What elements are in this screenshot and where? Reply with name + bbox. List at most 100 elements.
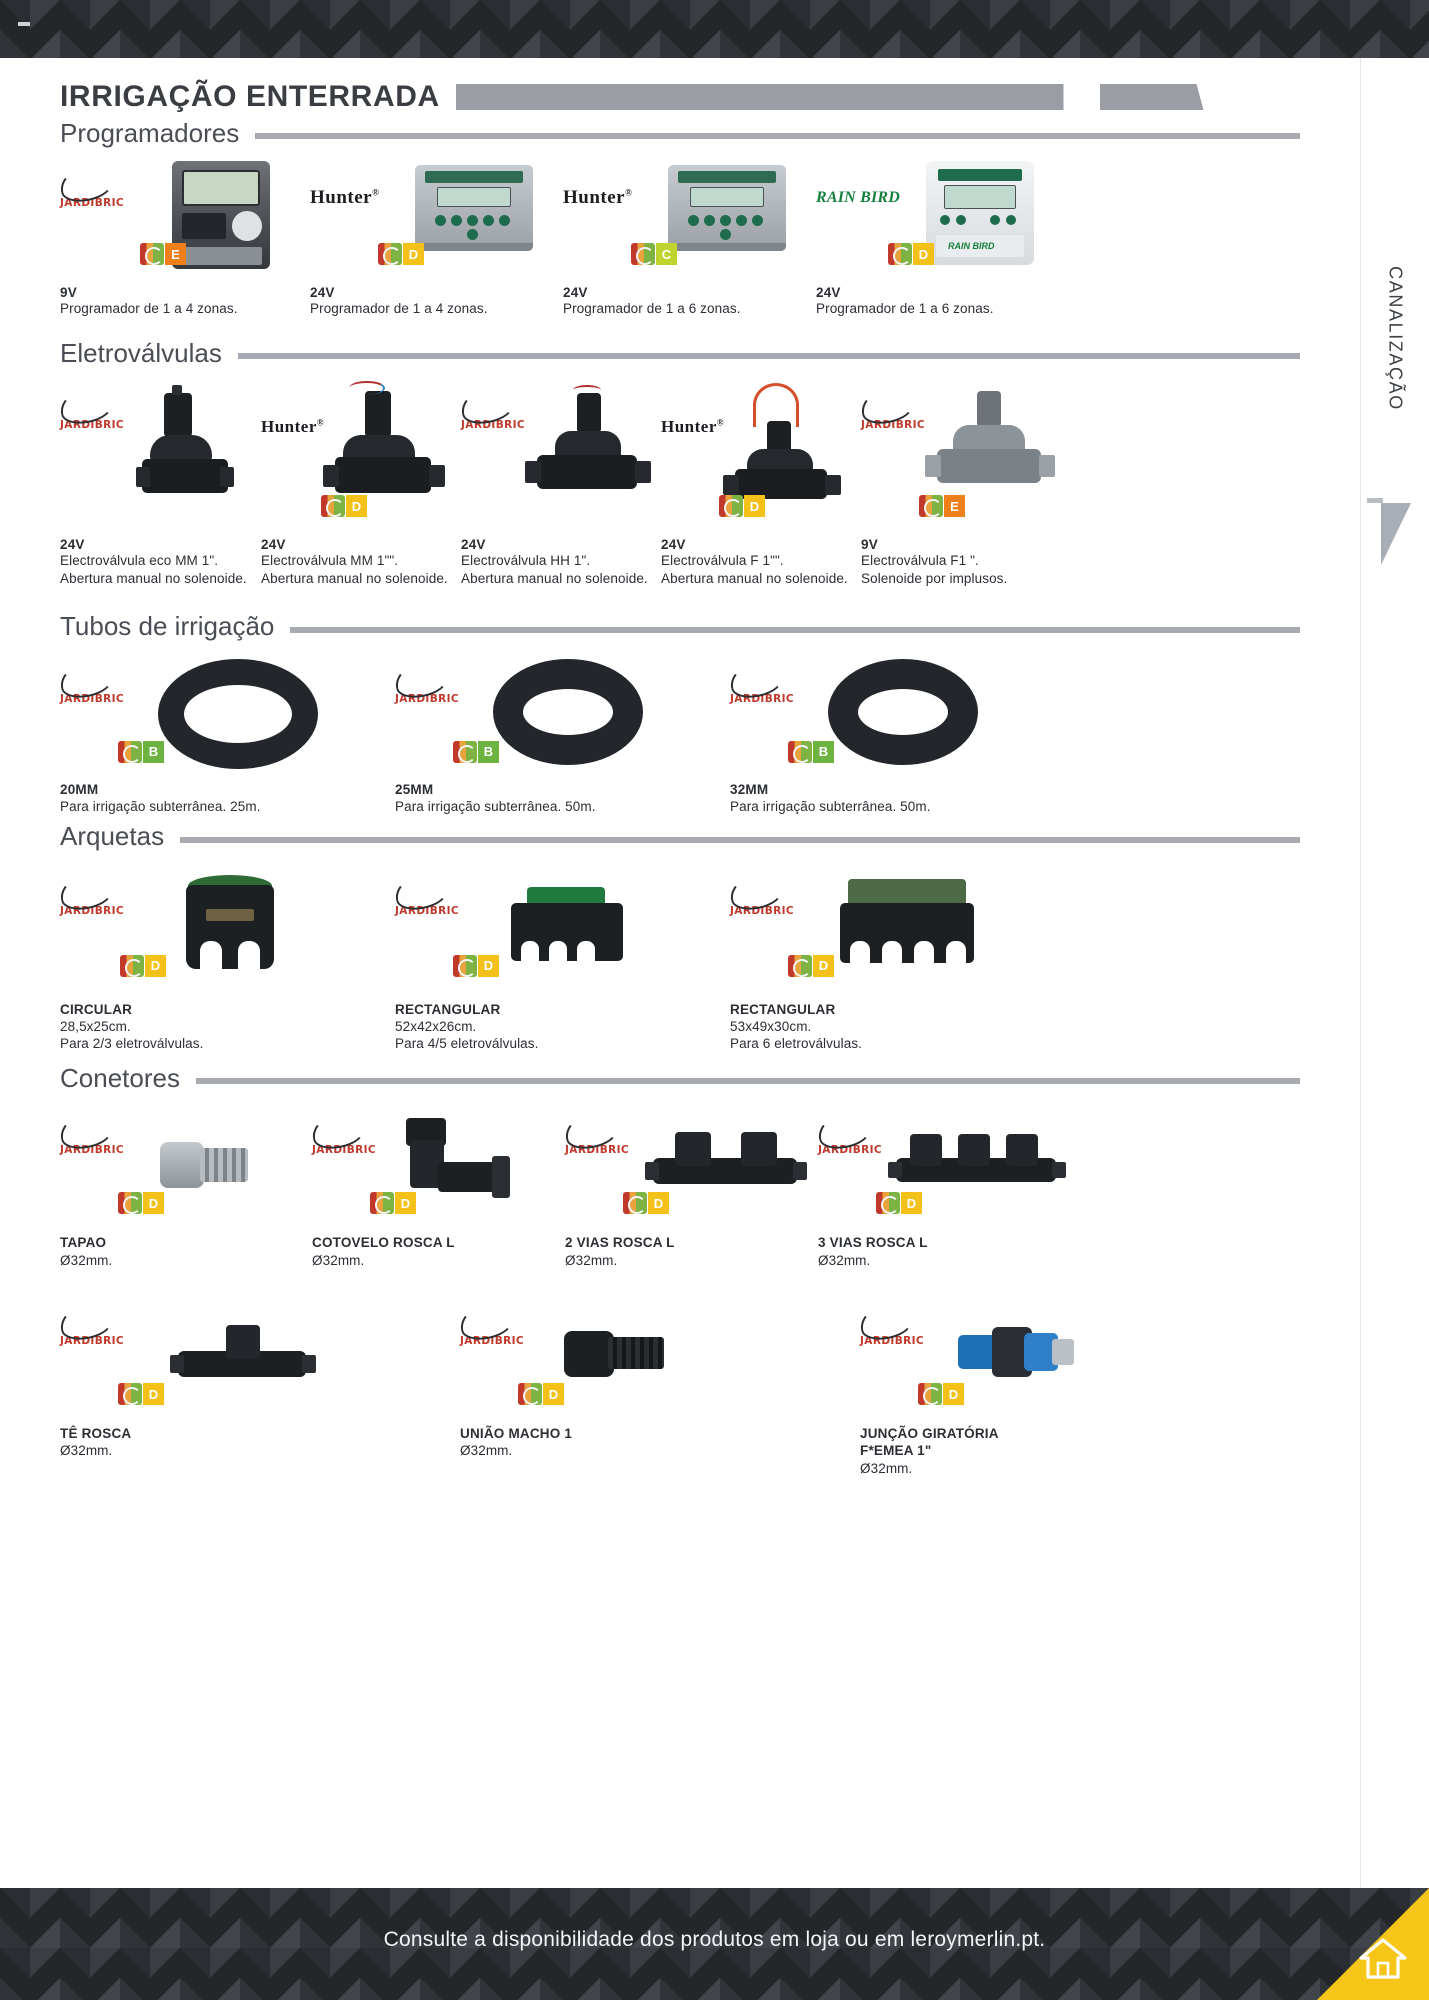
product-image: JARDIBRIC D: [562, 1108, 818, 1228]
energy-class-letter: D: [403, 243, 424, 266]
product-grid-conetores-row2: JARDIBRIC D TÊ ROSCA Ø32mm.: [57, 1299, 1300, 1477]
home-icon[interactable]: [1359, 1936, 1407, 1980]
energy-class-letter: D: [143, 1383, 164, 1406]
section-title: Programadores: [60, 118, 240, 148]
product-card[interactable]: JARDIBRIC B 20MM Para irrigação subterrâ…: [57, 657, 395, 816]
brand-name: Hunter: [563, 187, 626, 209]
product-image: JARDIBRIC D: [857, 1299, 1260, 1419]
brand-name: JARDIBRIC: [395, 904, 460, 917]
product-name: RECTANGULAR: [730, 1001, 836, 1017]
product-text: 9V Programador de 1 a 4 zonas.: [60, 285, 310, 318]
energy-badge: D: [918, 1383, 964, 1406]
product-voltage: 9V: [60, 285, 77, 301]
product-card[interactable]: Hunter® C: [563, 161, 816, 318]
energy-badge: D: [623, 1192, 669, 1215]
product-card[interactable]: RAIN BIRD RAIN BIRD D: [816, 161, 1066, 318]
section-rule: [237, 353, 1300, 360]
section-header-conetores: Conetores: [60, 1063, 1300, 1093]
product-text: TAPAO Ø32mm.: [60, 1234, 312, 1269]
product-description: Para irrigação subterrânea. 50m.: [395, 798, 596, 814]
product-description: Programador de 1 a 4 zonas.: [60, 301, 238, 317]
product-description: Abertura manual no solenoide.: [60, 570, 247, 586]
section-title: Tubos de irrigação: [60, 611, 275, 642]
product-card[interactable]: JARDIBRIC D TAPAO Ø32mm.: [57, 1108, 312, 1269]
product-description: Ø32mm.: [60, 1252, 113, 1268]
product-description: Programador de 1 a 6 zonas.: [563, 301, 741, 317]
product-card[interactable]: JARDIBRIC D TÊ ROSCA Ø32mm.: [57, 1299, 460, 1477]
product-voltage: 24V: [60, 537, 85, 553]
product-card[interactable]: Hunter® D 24V: [661, 383, 861, 587]
controller-unit-graphic: [668, 165, 786, 252]
product-voltage: 24V: [816, 285, 841, 301]
brand-name: JARDIBRIC: [395, 692, 460, 705]
brand-logo-jardibric: JARDIBRIC: [392, 657, 465, 705]
product-name: Electroválvula F1 ".: [861, 553, 979, 569]
product-description: Ø32mm.: [312, 1252, 365, 1268]
energy-swirl-icon: [788, 740, 812, 763]
product-card[interactable]: JARDIBRIC D 2 VIAS ROSCA L: [562, 1108, 818, 1269]
product-text: 24V Programador de 1 a 6 zonas.: [816, 285, 1066, 318]
page-content: IRRIGAÇÃO ENTERRADA Programadores JARDIB…: [0, 58, 1360, 1888]
energy-badge: D: [876, 1192, 922, 1215]
product-name: Electroválvula F 1"".: [661, 553, 784, 569]
energy-class-letter: E: [944, 495, 965, 518]
product-card[interactable]: Hunter®: [310, 161, 563, 318]
product-description: Ø32mm.: [460, 1443, 513, 1459]
brand-logo-hunter: Hunter®: [261, 417, 325, 437]
energy-swirl-icon: [623, 1192, 647, 1215]
product-card[interactable]: JARDIBRIC D 3: [815, 1108, 1070, 1269]
brand-name: JARDIBRIC: [60, 904, 125, 917]
product-name: JUNÇÃO GIRATÓRIA: [860, 1426, 999, 1442]
product-name: RECTANGULAR: [395, 1001, 501, 1017]
energy-class-letter: B: [813, 740, 834, 763]
product-text: 24V Programador de 1 a 4 zonas.: [310, 285, 563, 318]
product-dimensions: 28,5x25cm.: [60, 1018, 131, 1034]
product-card[interactable]: JARDIBRIC E 9V Programador de: [57, 161, 310, 318]
brand-logo-jardibric: JARDIBRIC: [57, 869, 130, 917]
energy-swirl-icon: [788, 954, 812, 977]
product-card[interactable]: JARDIBRIC 24V Electroválvula HH 1". Aber…: [458, 383, 661, 587]
product-text: 3 VIAS ROSCA L Ø32mm.: [818, 1234, 1070, 1269]
product-card[interactable]: JARDIBRIC D JUNÇÃO GIRATÓRIA F: [857, 1299, 1260, 1477]
brand-logo-jardibric: JARDIBRIC: [392, 869, 465, 917]
product-voltage: 24V: [261, 537, 286, 553]
product-card[interactable]: JARDIBRIC E 9V El: [858, 383, 1060, 587]
energy-swirl-icon: [888, 243, 912, 266]
product-image: JARDIBRIC: [57, 383, 261, 531]
product-card[interactable]: JARDIBRIC 24V Electroválvula eco MM 1". …: [57, 383, 261, 587]
product-description: Ø32mm.: [818, 1252, 871, 1268]
product-image: JARDIBRIC D: [57, 1299, 460, 1419]
energy-badge: B: [453, 740, 499, 763]
product-name: UNIÃO MACHO 1: [460, 1426, 573, 1442]
product-text: 20MM Para irrigação subterrânea. 25m.: [60, 781, 395, 816]
energy-swirl-icon: [378, 243, 402, 266]
brand-logo-jardibric: JARDIBRIC: [727, 869, 800, 917]
product-card[interactable]: JARDIBRIC B 32MM Para irrigação subterrâ…: [727, 657, 1060, 816]
energy-badge: D: [321, 495, 367, 518]
energy-badge: D: [118, 1192, 164, 1215]
product-grid-eletrovalvulas: JARDIBRIC 24V Electroválvula eco MM 1". …: [57, 381, 1300, 587]
section-rule: [195, 1078, 1300, 1085]
product-card[interactable]: JARDIBRIC B 25MM Para irrigação subterrâ…: [392, 657, 730, 816]
product-description: Para 4/5 eletroválvulas.: [395, 1036, 539, 1052]
brand-logo-hunter: Hunter®: [563, 187, 633, 209]
product-card[interactable]: Hunter® D 24V: [261, 381, 461, 587]
product-name: 3 VIAS ROSCA L: [818, 1235, 928, 1251]
product-image: JARDIBRIC D: [57, 869, 395, 995]
energy-badge: E: [140, 243, 186, 266]
product-card[interactable]: JARDIBRIC D CIRCULAR: [57, 869, 395, 1053]
energy-badge: B: [788, 740, 834, 763]
product-text: UNIÃO MACHO 1 Ø32mm.: [460, 1425, 860, 1460]
product-card[interactable]: JARDIBRIC D UNIÃO MACHO 1 Ø32mm.: [457, 1299, 860, 1477]
energy-class-letter: D: [346, 495, 367, 518]
brand-logo-jardibric: JARDIBRIC: [457, 1300, 530, 1347]
section-title: Arquetas: [60, 821, 165, 852]
product-text: CIRCULAR 28,5x25cm. Para 2/3 eletroválvu…: [60, 1001, 395, 1053]
section-title: Conetores: [60, 1063, 180, 1093]
brand-logo-jardibric: JARDIBRIC: [57, 384, 130, 431]
product-card[interactable]: JARDIBRIC D RECTANGULAR: [392, 869, 730, 1053]
product-text: 25MM Para irrigação subterrânea. 50m.: [395, 781, 730, 816]
side-tab-dash: [1367, 498, 1383, 503]
product-card[interactable]: JARDIBRIC D COTOVELO ROSCA L Ø: [309, 1108, 565, 1269]
product-card[interactable]: JARDIBRIC D RE: [727, 869, 1060, 1053]
